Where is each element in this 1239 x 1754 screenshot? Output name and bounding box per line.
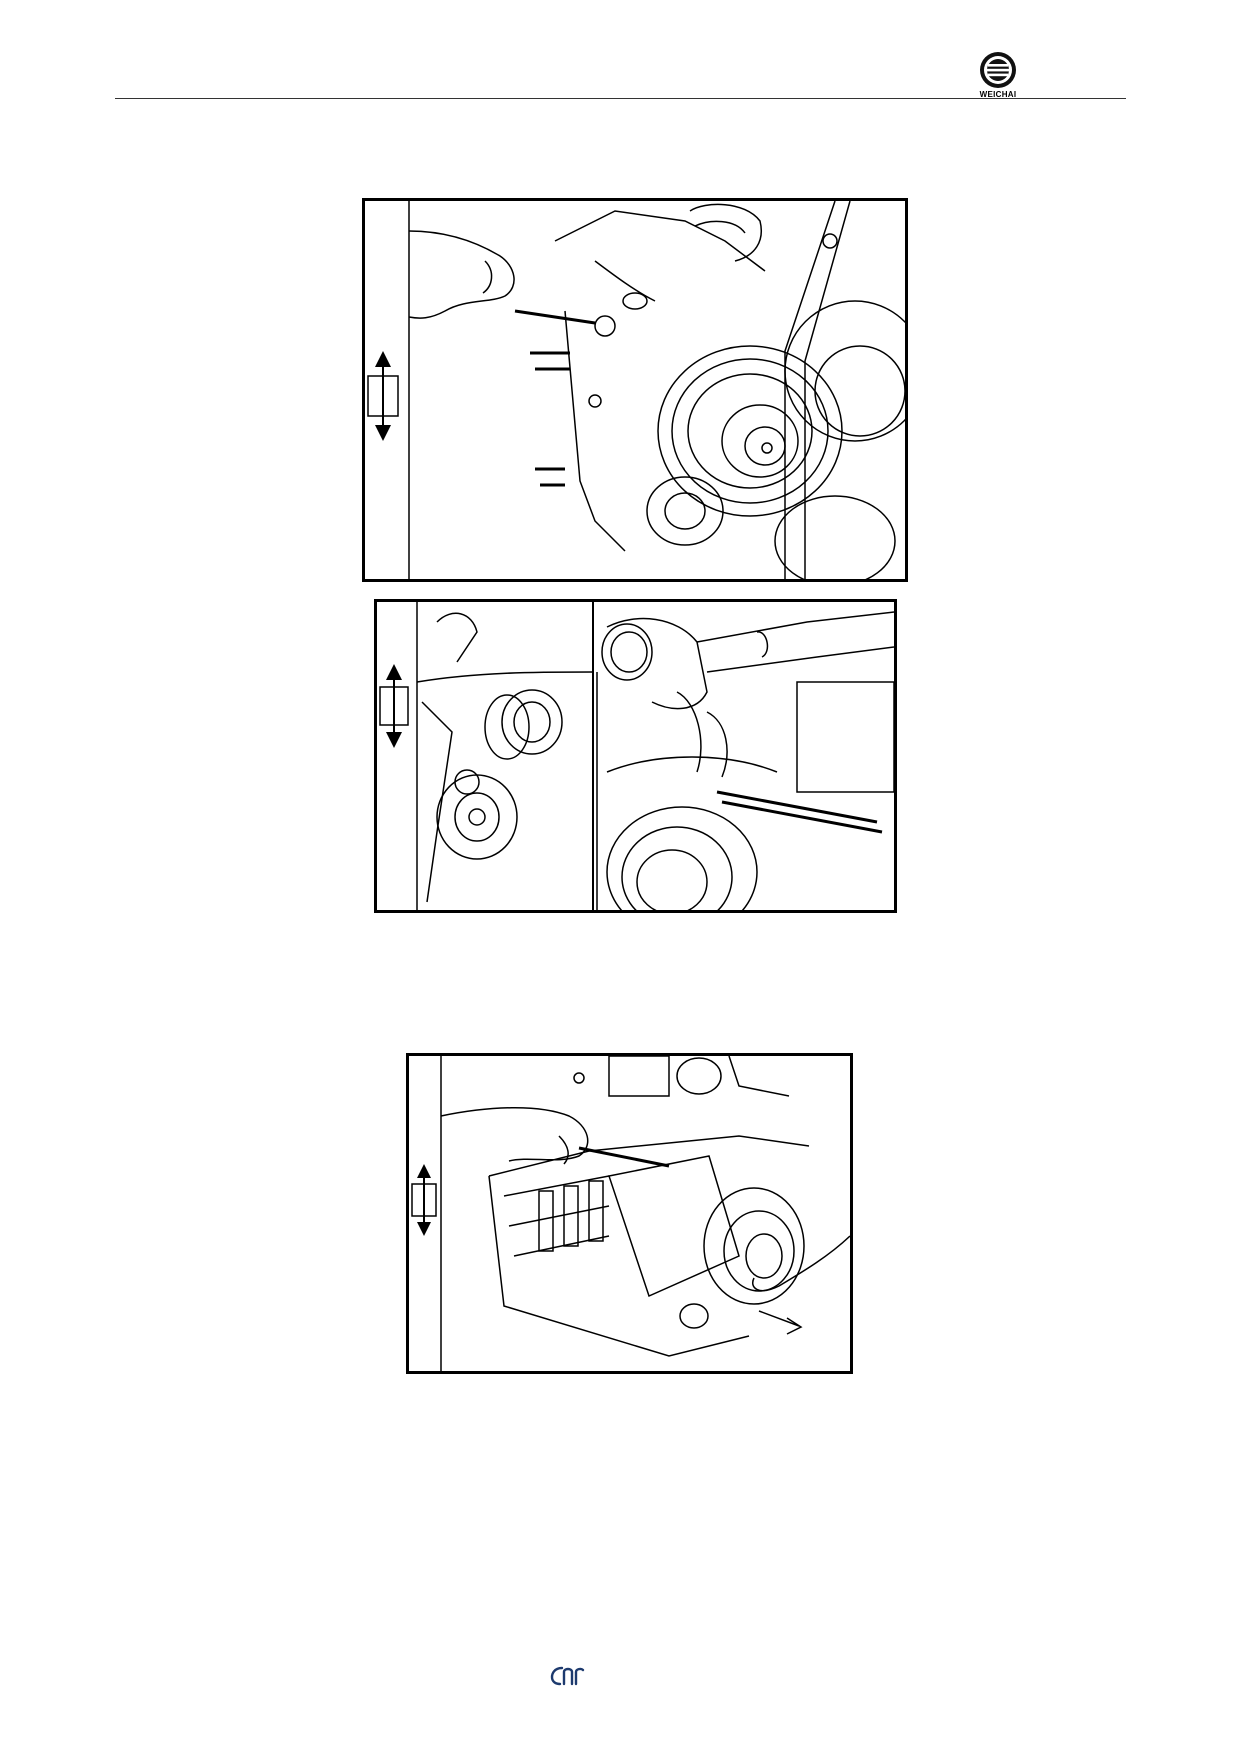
figure-3-illustration <box>411 1056 850 1371</box>
brand-name: WEICHAI <box>979 90 1017 99</box>
figure-1 <box>362 198 908 582</box>
figure-2 <box>374 599 897 913</box>
up-down-arrow-icon <box>367 351 399 441</box>
figure-1-illustration <box>367 201 905 579</box>
weichai-logo-icon <box>980 52 1016 88</box>
up-down-arrow-icon <box>379 664 409 748</box>
footer-logo-icon <box>550 1666 585 1686</box>
up-down-arrow-icon <box>411 1164 437 1236</box>
figure-2-illustration <box>379 602 894 910</box>
weichai-logo: WEICHAI <box>967 48 1029 100</box>
figure-3 <box>406 1053 853 1374</box>
footer-mark <box>548 1662 586 1690</box>
header-rule <box>115 98 1126 99</box>
